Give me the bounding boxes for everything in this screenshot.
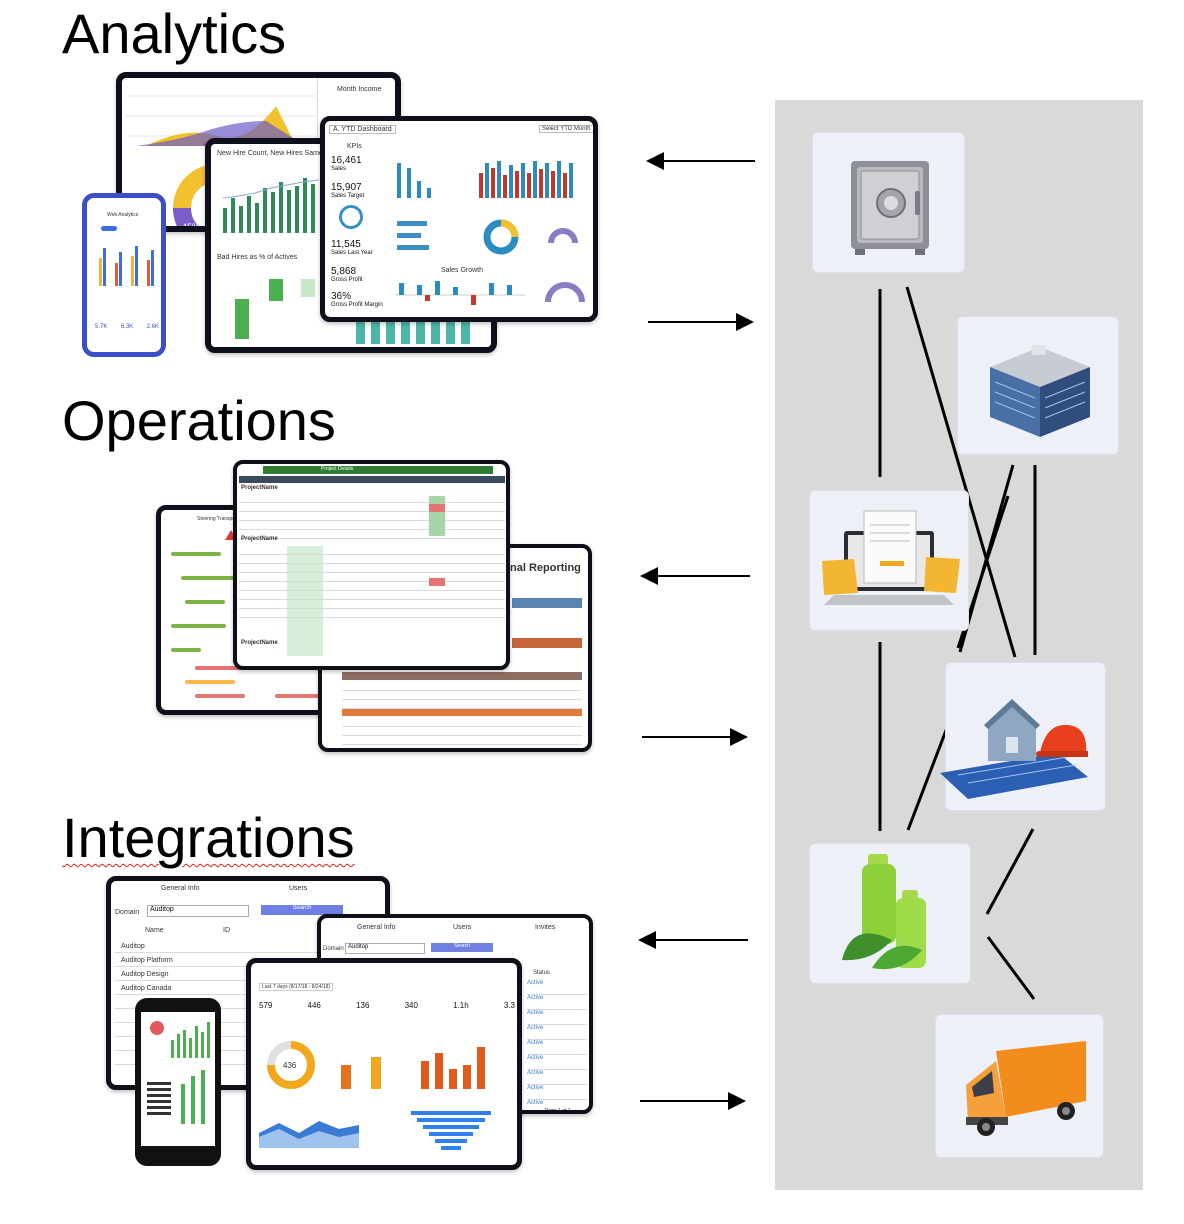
table-row[interactable]: Auditop Canada (121, 985, 172, 992)
green-bottles-tile[interactable] (809, 843, 971, 984)
pager-label: Page 1 of 1 (545, 1108, 571, 1114)
month-income-label: Month Income (337, 86, 382, 93)
kpi-value: 1.1h (453, 1001, 469, 1010)
phone-stat: 5.7K (95, 324, 108, 330)
project-name-label: ProjectName (241, 485, 278, 491)
kpi-value: 3.3 (503, 1001, 515, 1010)
column-id: ID (223, 927, 230, 934)
web-analytics-title: Web Analytics (107, 212, 139, 218)
analytics-heading: Analytics (62, 2, 287, 65)
kpi-value: 5,868 (331, 266, 357, 277)
project-details-header: Project Details (321, 466, 354, 472)
domain-input[interactable]: Auditop (147, 905, 249, 917)
kpis-label: KPIs (347, 143, 362, 150)
gauge-value: 436 (283, 1061, 297, 1070)
project-name-label: ProjectName (241, 640, 278, 646)
kpi-label: Gross Profit (331, 277, 363, 283)
arrow-left-operations (640, 567, 750, 585)
arrow-right-analytics (648, 313, 754, 331)
phone-stat: 6.3K (120, 324, 134, 330)
arrow-left-analytics (646, 152, 755, 170)
bar-chart-graphic (222, 178, 320, 233)
kpi-value: 136 (356, 1001, 370, 1010)
ytd-select-button[interactable]: Select YTD Month (539, 125, 593, 133)
arrow-right-integrations (640, 1092, 746, 1110)
project-table-tablet: Project Details ProjectName ProjectName … (233, 460, 510, 670)
domain-label: Domain (323, 946, 344, 952)
delivery-van-tile[interactable] (935, 1014, 1104, 1158)
table-row[interactable]: Auditop Design (121, 971, 169, 978)
arrow-left-integrations (638, 931, 748, 949)
integration-phone (135, 998, 221, 1166)
purchase-order-tile[interactable] (809, 490, 969, 631)
cases-bars-graphic (341, 1047, 485, 1089)
kpi-column: 16,461 Sales 15,907 Sales Target 11,545 … (331, 151, 385, 308)
domain-value: Auditop (150, 906, 174, 913)
kpi-value: 16,461 (331, 155, 362, 166)
column-name: Name (145, 927, 164, 934)
ytd-title: A. YTD Dashboard (329, 125, 396, 134)
phone-dashboard-graphic (147, 1021, 210, 1124)
gauge-graphic (545, 282, 585, 303)
arrow-right-operations (642, 728, 748, 746)
cases-area-graphic (259, 1121, 359, 1148)
green-bottles-icon (842, 854, 926, 970)
phone-stat: 2.6K (146, 324, 159, 330)
web-analytics-phone: Web Analytics 5.7K 6.3K 2.6K (82, 193, 166, 357)
office-building-icon (990, 345, 1090, 437)
ytd-bars-graphic (397, 161, 573, 198)
table-row[interactable]: Auditop (121, 943, 145, 950)
kpi-label: Sales Last Year (331, 250, 373, 256)
tab-users[interactable]: Users (453, 924, 472, 931)
domain-label: Domain (115, 909, 140, 916)
kpi-value: 340 (404, 1001, 418, 1010)
table-row[interactable]: Auditop Platform (121, 957, 173, 964)
tab-general-info[interactable]: General Info (357, 924, 396, 931)
search-button[interactable]: Search (431, 943, 493, 952)
date-filter[interactable]: Last 7 days (8/17/18 - 8/24/18) (259, 983, 334, 991)
funnel-graphic (411, 1111, 491, 1150)
kpi-label: Sales Target (331, 193, 365, 199)
kpi-value: 11,545 (331, 239, 361, 250)
kpi-label: Gross Profit Margin (331, 302, 383, 308)
waterfall-chart-graphic (235, 279, 315, 339)
safe-tile[interactable] (812, 132, 965, 273)
column-status: Status (533, 970, 551, 976)
sales-growth-label: Sales Growth (441, 267, 484, 274)
purchase-order-laptop-icon (822, 510, 960, 605)
cases-dashboard-tablet: Last 7 days (8/17/18 - 8/24/18) 579 446 … (246, 958, 522, 1170)
search-button[interactable]: Search (261, 905, 343, 915)
office-building-tile[interactable] (957, 316, 1119, 455)
construction-tile[interactable] (940, 662, 1106, 811)
operations-heading: Operations (62, 389, 336, 452)
tab-invites[interactable]: Invites (535, 924, 556, 931)
donut-pct-2: 45% (182, 222, 200, 232)
kpi-value: 15,907 (331, 182, 362, 193)
kpi-label: Sales (331, 166, 347, 172)
sales-growth-graphic (395, 281, 525, 305)
safe-icon (851, 161, 929, 255)
status-column: Active Active Active Active Active Activ… (527, 980, 587, 1110)
kpi-value: 446 (307, 1001, 321, 1010)
phone-bars-graphic (99, 246, 154, 286)
integrations-heading: Integrations (62, 806, 355, 869)
kpi-value: 579 (259, 1001, 273, 1010)
domain-input[interactable]: Auditop (345, 943, 425, 954)
construction-blueprint-icon (940, 699, 1088, 799)
delivery-van-icon (966, 1041, 1086, 1136)
kpi-value: 36% (331, 291, 352, 302)
project-name-label: ProjectName (241, 536, 278, 542)
tab-users[interactable]: Users (289, 885, 308, 892)
tab-general-info[interactable]: General Info (161, 885, 200, 892)
cases-gauge-graphic (267, 1041, 315, 1089)
gantt-title: Steering Transport (197, 516, 239, 522)
ytd-dashboard: A. YTD Dashboard Select YTD Month KPIs 1… (320, 116, 598, 322)
bottom-bars-graphic (356, 314, 470, 344)
ytd-middle-graphic (397, 219, 578, 255)
reporting-title: nal Reporting (510, 562, 581, 574)
